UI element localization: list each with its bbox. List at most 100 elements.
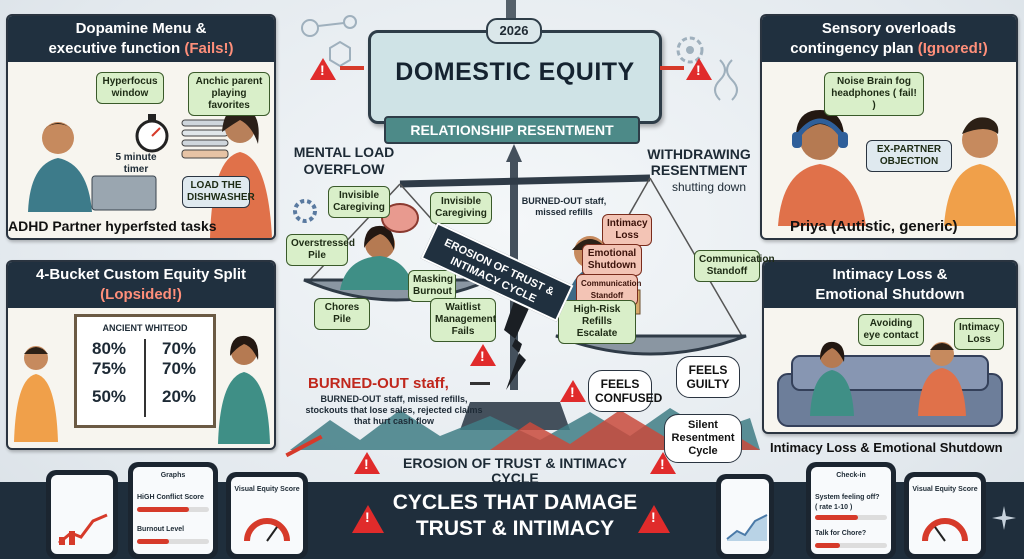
- phone-visual-equity-left: Visual Equity Score: [226, 472, 308, 559]
- warning-icon-right: [686, 58, 712, 80]
- panel-intimacy-loss: Intimacy Loss & Emotional Shutdown Avoid…: [762, 260, 1018, 434]
- bubble-intimacy-loss: Intimacy Loss: [954, 318, 1004, 350]
- sparkle-icon: [992, 506, 1016, 530]
- bubble-invisible-caregiving-2: Invisible Caregiving: [430, 192, 492, 224]
- panel-intimacy-title2: Emotional Shutdown: [815, 286, 965, 303]
- left-value-1: 80%: [91, 339, 127, 358]
- bubble-overstressed-pile: Overstressed Pile: [286, 234, 355, 266]
- panel-dopamine-heading: Dopamine Menu & executive function (Fail…: [8, 16, 274, 62]
- withdrawing-label: WITHDRAWING RESENTMENT: [647, 146, 751, 178]
- thought-feels-confused: FEELS CONFUSED: [588, 370, 662, 412]
- bubble-ex-partner-objection: EX-PARTNER OBJECTION: [866, 140, 952, 172]
- warning-icon-mid-right: [560, 380, 586, 402]
- adhd-partner-figure: [28, 122, 157, 212]
- right-value-2: 70%: [161, 359, 197, 378]
- q2-slider-fill: [815, 543, 841, 548]
- phone-equity-right-screen: Visual Equity Score: [909, 477, 981, 554]
- phone3-q1: System feeling off?: [815, 494, 880, 501]
- warning-icon-bottom-right: [638, 505, 670, 533]
- panel-dopamine-title2: executive function: [48, 40, 181, 57]
- phone1-title: Graphs: [160, 472, 186, 479]
- page-title: DOMESTIC EQUITY: [395, 58, 635, 86]
- panel-sensory-warn: (Ignored!): [917, 40, 988, 57]
- phone-graphs-small: [46, 470, 118, 559]
- bubble-intimacy-loss-center: Intimacy Loss: [602, 214, 652, 246]
- bubble-waitlist-management: Waitlist Management Fails: [430, 298, 496, 342]
- phone-check-in: Check-in System feeling off? ( rate 1-10…: [806, 462, 896, 559]
- phone-graphs-right: [716, 474, 774, 559]
- panel-dopamine-title: Dopamine Menu &: [75, 20, 207, 37]
- bubble-parent-favorites: Anchic parent playing favorites: [188, 72, 270, 116]
- panel-intimacy-title: Intimacy Loss &: [832, 266, 948, 283]
- parent-figure: [210, 107, 272, 238]
- panel-intimacy-heading: Intimacy Loss & Emotional Shutdown: [764, 262, 1016, 308]
- phone-conflict-screen: Graphs HiGH Conflict Score Burnout Level: [133, 467, 213, 554]
- burned-out-title: BURNED-OUT staff,: [308, 375, 449, 392]
- panel-bucket-warn: (Lopsided!): [100, 286, 182, 303]
- panel-bucket-heading: 4-Bucket Custom Equity Split (Lopsided!): [8, 262, 274, 308]
- panel-sensory-title2: contingency plan: [790, 40, 914, 57]
- burnout-slider[interactable]: [137, 539, 209, 544]
- conflict-slider[interactable]: [137, 507, 209, 512]
- shutting-down-label: shutting down: [671, 180, 747, 194]
- thought-silent-resentment: Silent Resentment Cycle: [664, 414, 742, 463]
- bubble-high-risk-refills: High-Risk Refills Escalate: [558, 300, 636, 344]
- ex-partner-figure: [944, 117, 1016, 226]
- q1-slider[interactable]: [815, 515, 887, 520]
- whiteboard-title: ANCIENT WHITEOD: [102, 323, 188, 333]
- couch-couple-illustration: [777, 341, 1003, 427]
- arrow-to-scale-icon: [470, 382, 490, 385]
- man-presenter-figure: [14, 346, 58, 442]
- subtitle-banner: RELATIONSHIP RESENTMENT: [384, 116, 640, 144]
- thought-feels-guilty: FEELS GUILTY: [676, 356, 740, 398]
- mental-load-label: MENTAL LOAD OVERFLOW: [293, 144, 395, 177]
- phone2-title: Visual Equity Score: [234, 486, 300, 493]
- bubble-chores-pile: Chores Pile: [314, 298, 370, 330]
- phone-equity-left-screen: Visual Equity Score: [231, 477, 303, 554]
- arrow-left-icon: [340, 66, 364, 70]
- rising-chart-icon: [58, 513, 108, 545]
- stopwatch-icon: [135, 114, 169, 153]
- panel-dopamine-menu: Dopamine Menu & executive function (Fail…: [6, 14, 276, 240]
- year-label: 2026: [499, 23, 529, 38]
- phone3-q2: Talk for Chore?: [815, 530, 867, 537]
- timer-label: 5 minute timer: [115, 152, 157, 175]
- phone3-title: Check-in: [836, 472, 866, 479]
- right-value-1: 70%: [161, 339, 197, 358]
- gauge-icon-right: [922, 518, 968, 542]
- phone-graphs-right-screen: [721, 479, 769, 554]
- bubble-hyperfocus: Hyperfocus window: [96, 72, 164, 104]
- bubble-noise-headphones: Noise Brain fog headphones ( fail! ): [824, 72, 924, 116]
- left-value-3: 50%: [91, 387, 127, 406]
- phone-visual-equity-right: Visual Equity Score: [904, 472, 986, 559]
- bubble-invisible-caregiving-1: Invisible Caregiving: [328, 186, 390, 218]
- whiteboard-divider: [144, 339, 146, 417]
- phone-check-in-screen: Check-in System feeling off? ( rate 1-10…: [811, 467, 891, 554]
- warning-icon-footer-left: [354, 452, 380, 474]
- phone3-q1b: ( rate 1-10 ): [815, 504, 853, 511]
- header-pole: [506, 0, 516, 30]
- phone1-conflict-label: HiGH Conflict Score: [137, 494, 204, 501]
- intimacy-caption: Intimacy Loss & Emotional Shutdown: [770, 440, 1003, 455]
- arrow-right-icon: [660, 66, 684, 70]
- panel-sensory-overload: Sensory overloads contingency plan (Igno…: [760, 14, 1018, 240]
- conflict-slider-fill: [137, 507, 189, 512]
- burned-small-label: BURNED-OUT staff, missed refills: [521, 196, 607, 217]
- warning-icon-mid-left: [470, 344, 496, 366]
- phone-conflict-score: Graphs HiGH Conflict Score Burnout Level: [128, 462, 218, 559]
- woman-presenter-figure: [218, 335, 270, 444]
- q2-slider[interactable]: [815, 543, 887, 548]
- phone-graphs-small-screen: [51, 475, 113, 554]
- line-chart-icon: [726, 514, 768, 541]
- q1-slider-fill: [815, 515, 859, 520]
- sensory-caption: Priya (Autistic, generic): [790, 218, 958, 235]
- erosion-footer-label: EROSION OF TRUST & INTIMACY CYCLE: [403, 455, 627, 486]
- bubble-emotional-shutdown: Emotional Shutdown: [582, 244, 642, 276]
- footer-title-line1: CYCLES THAT DAMAGE: [392, 491, 638, 514]
- panel-bucket-split: 4-Bucket Custom Equity Split (Lopsided!)…: [6, 260, 276, 450]
- subtitle-label: RELATIONSHIP RESENTMENT: [410, 122, 614, 138]
- right-value-3: 20%: [161, 387, 197, 406]
- panel-sensory-title: Sensory overloads: [821, 20, 957, 37]
- whiteboard: ANCIENT WHITEOD 80% 75% 50% 70% 70% 20%: [74, 314, 216, 428]
